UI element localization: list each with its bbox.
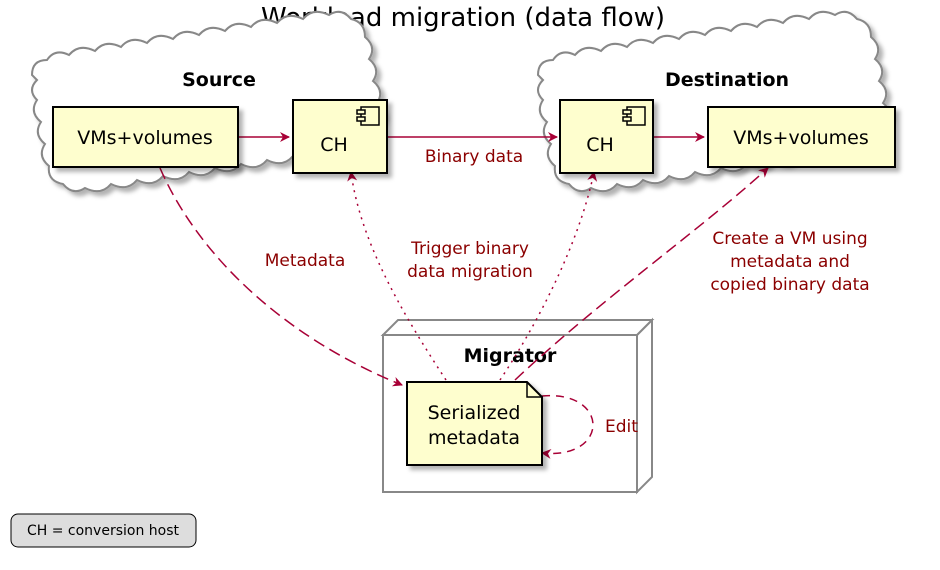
edges xyxy=(159,132,769,459)
label-metadata: Metadata xyxy=(265,251,346,271)
source-ch-component: CH xyxy=(292,99,388,174)
label-create-vm-line-2: metadata and xyxy=(730,252,850,272)
dest-ch-label: CH xyxy=(586,134,614,156)
edge-metadata xyxy=(159,167,403,387)
source-group-label: Source xyxy=(182,69,256,91)
label-trigger-line-1: Trigger binary xyxy=(410,239,529,259)
label-create-vm-line-3: copied binary data xyxy=(710,275,869,295)
component-icon xyxy=(356,106,380,126)
serialized-metadata-note: Serialized metadata xyxy=(406,381,543,466)
legend: CH = conversion host xyxy=(10,513,197,548)
source-vms-node: VMs+volumes xyxy=(52,106,239,168)
label-binary-data: Binary data xyxy=(425,147,523,167)
component-icon xyxy=(622,106,646,126)
note-line-1: Serialized xyxy=(428,402,521,424)
destination-group-label: Destination xyxy=(665,69,789,91)
dest-vms-node: VMs+volumes xyxy=(707,106,896,168)
edge-edit xyxy=(541,395,594,459)
source-ch-label: CH xyxy=(320,134,348,156)
edge-create-vm xyxy=(514,167,769,381)
legend-text: CH = conversion host xyxy=(27,523,180,539)
label-edit: Edit xyxy=(605,417,638,437)
label-trigger-line-2: data migration xyxy=(407,262,533,282)
edge-trigger-binary xyxy=(347,171,447,381)
note-line-2: metadata xyxy=(428,427,520,449)
migrator-group-label: Migrator xyxy=(464,345,557,367)
label-create-vm-line-1: Create a VM using xyxy=(712,229,867,249)
dest-vms-label: VMs+volumes xyxy=(733,127,869,149)
source-vms-label: VMs+volumes xyxy=(77,127,213,149)
dest-ch-component: CH xyxy=(559,99,654,174)
